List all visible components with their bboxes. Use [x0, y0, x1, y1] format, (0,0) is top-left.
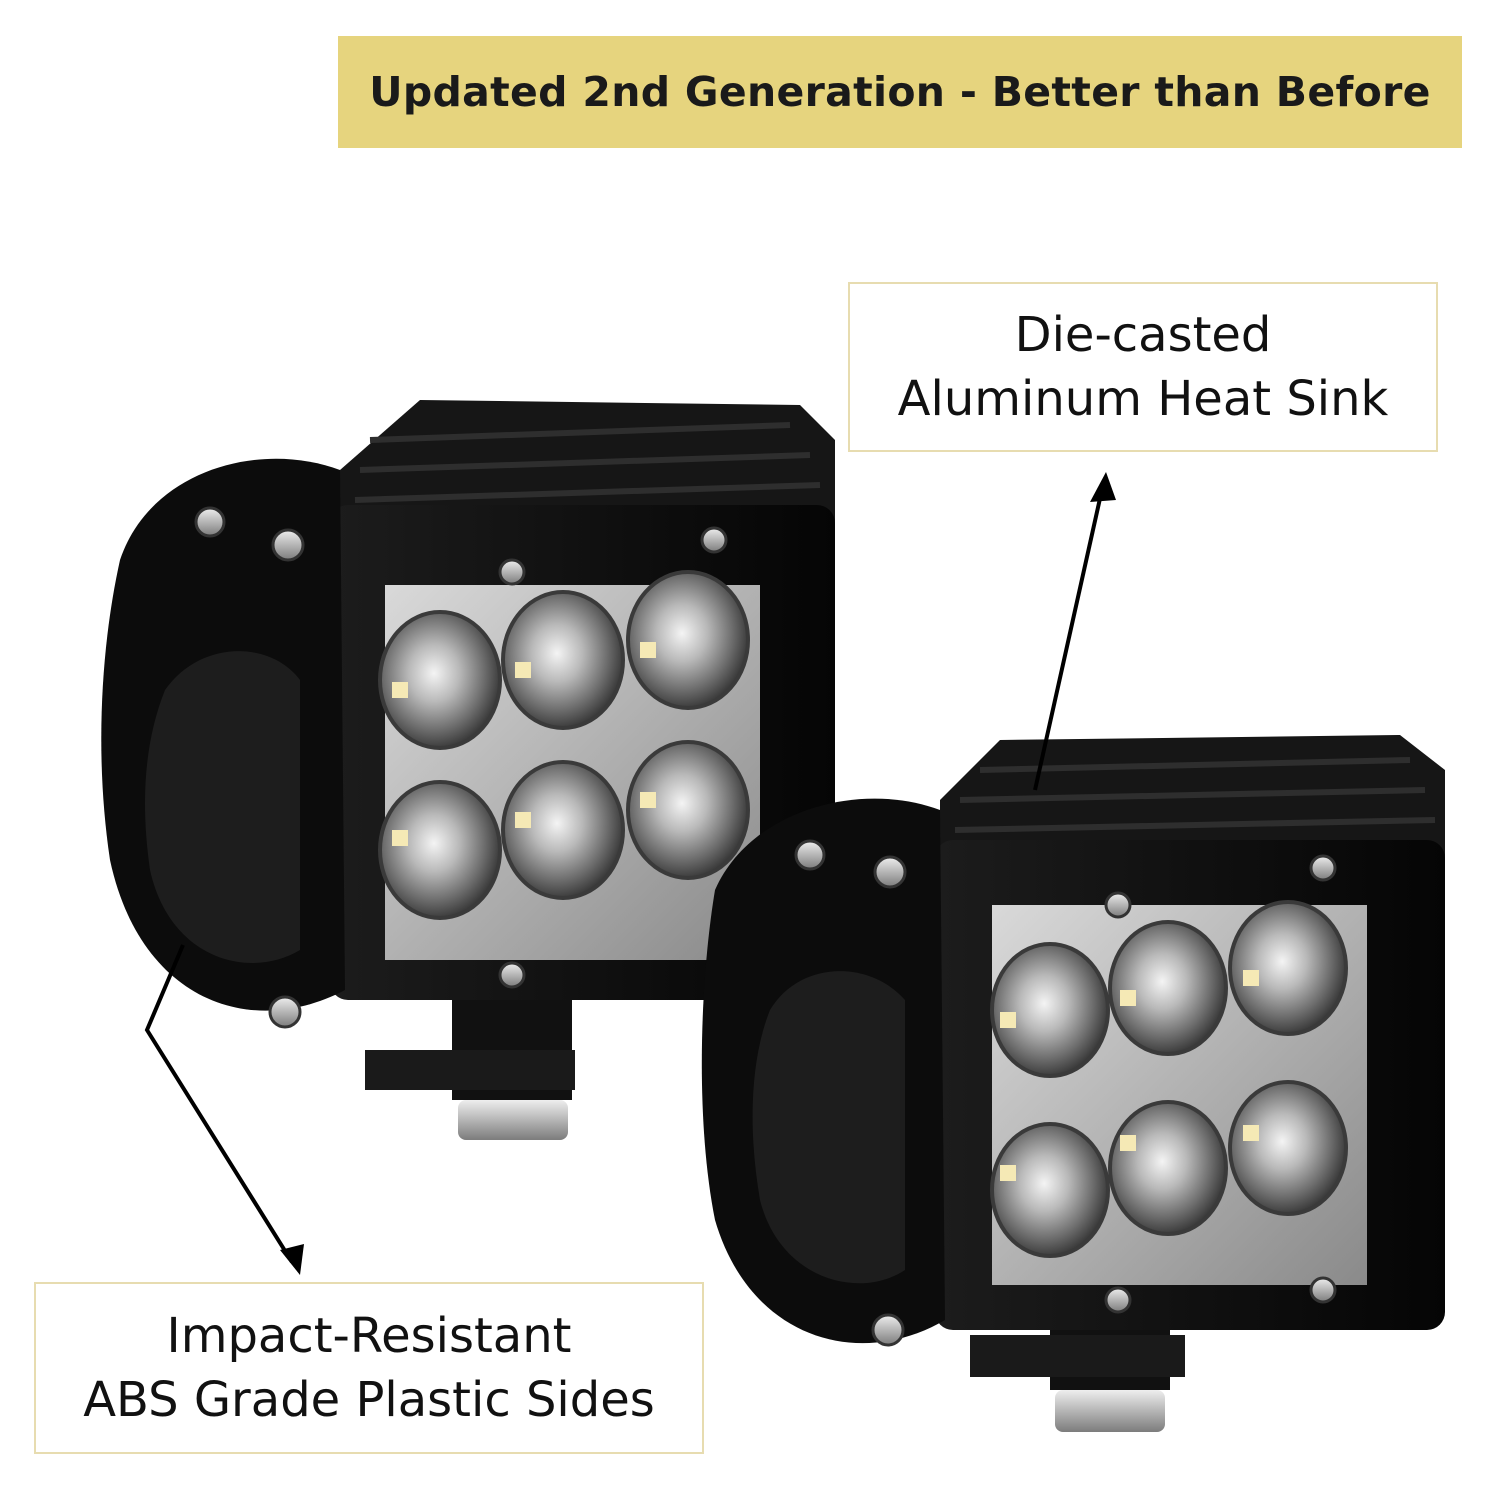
callout-bottom-line1: Impact-Resistant	[166, 1308, 572, 1364]
arrowhead-top	[1090, 472, 1116, 502]
callout-bottom-line2: ABS Grade Plastic Sides	[83, 1372, 655, 1428]
work-light-left	[101, 400, 835, 1140]
arrowhead-bottom	[280, 1244, 304, 1275]
callout-plastic-sides: Impact-Resistant ABS Grade Plastic Sides	[34, 1282, 704, 1454]
header-banner: Updated 2nd Generation - Better than Bef…	[338, 36, 1462, 148]
callout-top-line2: Aluminum Heat Sink	[897, 371, 1389, 427]
work-light-right	[701, 735, 1445, 1432]
callout-top-line1: Die-casted	[1014, 307, 1272, 363]
arrow-bottom	[144, 944, 294, 1264]
banner-text: Updated 2nd Generation - Better than Bef…	[369, 68, 1431, 116]
arrow-top	[1033, 484, 1105, 791]
callout-heat-sink: Die-casted Aluminum Heat Sink	[848, 282, 1438, 452]
